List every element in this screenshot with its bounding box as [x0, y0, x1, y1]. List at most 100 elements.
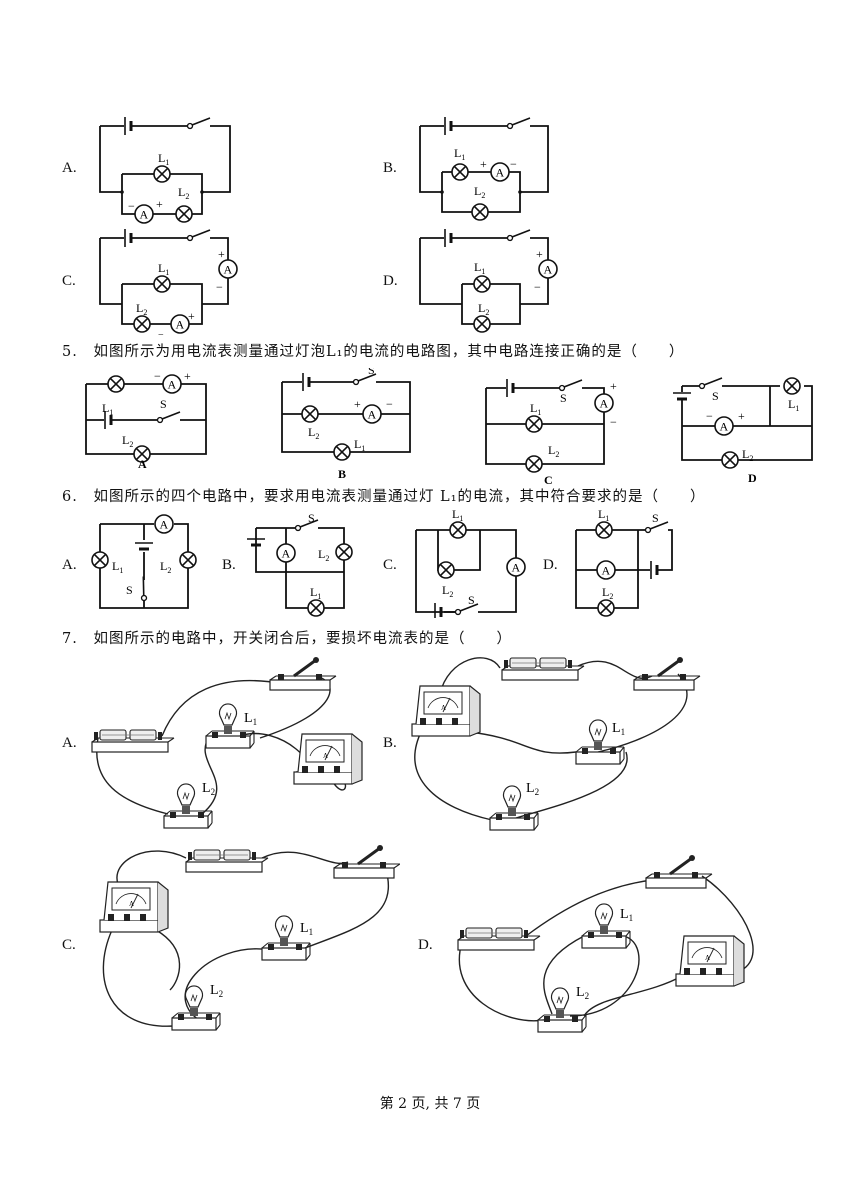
svg-text:L1: L1: [354, 437, 365, 453]
q6-circuit-a: A L1 L2 S: [91, 514, 197, 609]
svg-text:L1: L1: [102, 401, 113, 417]
svg-text:−: −: [216, 280, 223, 294]
svg-text:L2: L2: [308, 425, 319, 441]
svg-text:L2: L2: [474, 184, 485, 200]
svg-text:+: +: [188, 309, 195, 323]
q6-circuit-d: L1 S A L2: [575, 508, 673, 617]
q5-text: 如图所示为用电流表测量通过灯泡L₁的电流的电路图，其中电路连接正确的是（ ）: [93, 344, 685, 360]
svg-text:L2: L2: [526, 781, 539, 797]
q6-option-b-label[interactable]: B.: [222, 557, 236, 573]
q5-number: 5.: [62, 344, 78, 360]
svg-text:S: S: [560, 391, 567, 405]
svg-text:A: A: [160, 518, 169, 532]
q6-text: 如图所示的四个电路中，要求用电流表测量通过灯 L₁的电流，其中符合要求的是（ ）: [93, 489, 706, 505]
svg-text:L2: L2: [318, 547, 329, 563]
q7-question: 7. 如图所示的电路中，开关闭合后，要损坏电流表的是（ ）: [62, 627, 512, 648]
svg-text:L2: L2: [742, 447, 753, 463]
q4-circuit-d: A + − L1 L2: [419, 228, 558, 333]
q5-fig-b-label: B: [338, 467, 346, 481]
svg-text:L2: L2: [136, 301, 147, 317]
q5-question: 5. 如图所示为用电流表测量通过灯泡L₁的电流的电路图，其中电路连接正确的是（ …: [62, 340, 684, 361]
q7-option-c-label[interactable]: C.: [62, 937, 76, 953]
q7-physical-circuit-d: L1 L2: [457, 853, 754, 1033]
q6-option-c-label[interactable]: C.: [383, 557, 397, 573]
svg-text:L1: L1: [788, 397, 799, 413]
q5-circuit-a: A −+ L1 S L2 A: [85, 369, 207, 468]
q7-option-b-label[interactable]: B.: [383, 735, 397, 751]
svg-text:+: +: [156, 197, 163, 211]
q4-option-c-label[interactable]: C.: [62, 273, 76, 289]
q5-fig-d-label: D: [748, 471, 757, 485]
svg-text:+: +: [354, 397, 361, 411]
svg-text:−: −: [534, 280, 541, 294]
q5-fig-c-label: C: [544, 473, 553, 486]
svg-text:A: A: [720, 420, 729, 434]
svg-text:+: +: [536, 247, 543, 261]
q7-physical-circuit-a: L1 L2: [91, 655, 363, 829]
q7-physical-circuit-c: L1 L2: [99, 843, 400, 1031]
q7-text: 如图所示的电路中，开关闭合后，要损坏电流表的是（ ）: [93, 631, 512, 647]
svg-text:L2: L2: [478, 301, 489, 317]
svg-text:−: −: [128, 199, 135, 213]
svg-text:+: +: [184, 369, 191, 383]
q6-option-a-label[interactable]: A.: [62, 557, 77, 573]
svg-text:−: −: [154, 369, 161, 383]
svg-text:A: A: [602, 564, 611, 578]
q4-option-a-label[interactable]: A.: [62, 160, 77, 176]
q4-option-d-label[interactable]: D.: [383, 273, 398, 289]
svg-text:L1: L1: [300, 921, 313, 937]
q5-circuit-d: S L1 A − + L2 D: [672, 377, 813, 485]
svg-text:L2: L2: [602, 585, 613, 601]
svg-text:−: −: [386, 397, 393, 411]
svg-text:L1: L1: [158, 261, 169, 277]
page-footer: 第 2 页, 共 7 页: [379, 1096, 481, 1112]
svg-text:L2: L2: [178, 185, 189, 201]
svg-text:A: A: [176, 318, 185, 332]
q6-number: 6.: [62, 489, 78, 505]
svg-text:A: A: [600, 397, 609, 411]
svg-text:S: S: [652, 511, 659, 525]
svg-text:−: −: [158, 330, 164, 338]
q6-circuit-b: S A L2 L1: [246, 512, 353, 617]
q5-circuit-b: S L2 A +− L1 B: [281, 368, 411, 481]
svg-text:A: A: [512, 561, 521, 575]
svg-text:S: S: [712, 389, 719, 403]
svg-text:A: A: [282, 547, 291, 561]
svg-text:A: A: [544, 263, 553, 277]
q7-number: 7.: [62, 631, 78, 647]
q7-option-a-label[interactable]: A.: [62, 735, 77, 751]
svg-text:L1: L1: [620, 907, 633, 923]
svg-text:S: S: [308, 512, 315, 525]
svg-text:L1: L1: [612, 721, 625, 737]
svg-text:+: +: [738, 409, 745, 423]
svg-text:A: A: [224, 263, 233, 277]
svg-text:L2: L2: [442, 583, 453, 599]
svg-text:L1: L1: [454, 146, 465, 162]
svg-text:L2: L2: [202, 781, 215, 797]
q7-option-d-label[interactable]: D.: [418, 937, 433, 953]
q5-fig-a-label: A: [138, 457, 147, 468]
svg-text:L1: L1: [474, 260, 485, 276]
svg-text:L2: L2: [548, 443, 559, 459]
svg-text:−: −: [610, 415, 617, 429]
svg-text:L1: L1: [112, 559, 123, 575]
svg-text:L1: L1: [310, 585, 321, 601]
q6-option-d-label[interactable]: D.: [543, 557, 558, 573]
svg-text:−: −: [510, 157, 517, 171]
svg-text:+: +: [218, 247, 225, 261]
svg-text:L1: L1: [452, 508, 463, 523]
svg-text:A: A: [168, 378, 177, 392]
svg-text:L2: L2: [210, 983, 223, 999]
q7-physical-circuit-b: L1 L2: [411, 655, 702, 831]
svg-text:A: A: [496, 166, 505, 180]
q5-circuit-c: S A +− L1 L2 C: [485, 377, 617, 486]
svg-text:+: +: [610, 379, 617, 393]
q4-option-b-label[interactable]: B.: [383, 160, 397, 176]
svg-text:L2: L2: [576, 985, 589, 1001]
svg-text:A: A: [368, 408, 377, 422]
svg-text:S: S: [468, 593, 475, 607]
svg-text:−: −: [706, 409, 713, 423]
svg-text:L1: L1: [158, 151, 169, 167]
svg-text:L2: L2: [122, 433, 133, 449]
svg-text:A: A: [140, 208, 149, 222]
